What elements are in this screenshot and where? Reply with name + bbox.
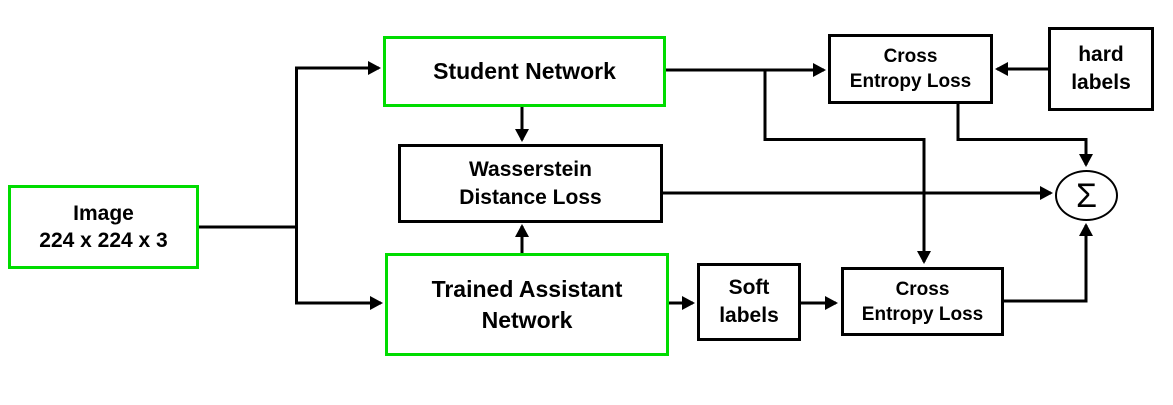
node-image-input: Image 224 x 224 x 3	[8, 185, 199, 269]
soft-labels-line2: labels	[719, 304, 779, 327]
ce-bottom-line2: Entropy Loss	[861, 303, 984, 325]
wasserstein-label-line2: Distance Loss	[459, 185, 602, 209]
node-cross-entropy-loss-bottom: Cross Entropy Loss	[841, 267, 1004, 336]
hard-labels-line1: hard	[1078, 43, 1124, 66]
ce-top-line1: Cross	[883, 46, 938, 67]
node-soft-labels: Soft labels	[697, 263, 801, 341]
wasserstein-label-line1: Wasserstein	[469, 157, 592, 181]
ce-bottom-line1: Cross	[895, 278, 950, 300]
assistant-label-line1: Trained Assistant	[431, 275, 623, 302]
image-dimensions: 224 x 224 x 3	[39, 229, 168, 252]
edge-student-to-ce-bottom-arrow	[763, 70, 931, 264]
node-sum-circle: Σ	[1055, 170, 1118, 221]
node-cross-entropy-loss-top: Cross Entropy Loss	[828, 34, 993, 104]
hard-labels-line2: labels	[1071, 71, 1131, 94]
ce-top-line2: Entropy Loss	[849, 71, 972, 92]
edge-ce-bottom-to-sum-arrow	[1003, 223, 1093, 303]
image-label: Image	[73, 202, 134, 225]
soft-labels-line1: Soft	[728, 276, 770, 299]
sigma-symbol: Σ	[1075, 176, 1098, 215]
node-wasserstein-distance-loss: Wasserstein Distance Loss	[398, 144, 663, 223]
assistant-label-line2: Network	[481, 306, 573, 333]
node-hard-labels: hard labels	[1048, 27, 1154, 111]
edge-ce-top-to-sum-arrow	[956, 103, 1093, 167]
student-network-label: Student Network	[433, 58, 616, 84]
node-trained-assistant-network: Trained Assistant Network	[385, 253, 669, 356]
node-student-network: Student Network	[383, 36, 666, 107]
